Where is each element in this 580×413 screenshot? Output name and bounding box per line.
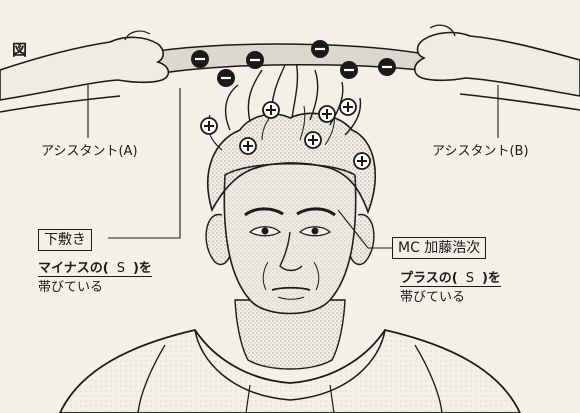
plus-charge-icon xyxy=(353,152,371,170)
figure-label: 図 xyxy=(12,41,28,59)
mc-label: MC 加藤浩次 xyxy=(398,240,481,256)
sheet-leader-line xyxy=(108,88,181,239)
plus-charge-icon xyxy=(262,101,280,119)
mc-label-box: MC 加藤浩次 xyxy=(392,237,487,259)
sheet-paren-open: ( xyxy=(102,261,109,276)
assistant-b-label: アシスタント(B) xyxy=(432,144,529,159)
mc-paren-open: ( xyxy=(451,271,458,286)
minus-charge-icon xyxy=(340,61,358,79)
plus-charge-icon xyxy=(200,117,218,135)
mc-leader-line xyxy=(337,209,392,249)
negative-charges xyxy=(191,40,396,87)
left-arm xyxy=(0,30,170,113)
mc-charge-type: プラスの xyxy=(400,271,452,286)
minus-charge-icon xyxy=(378,58,396,76)
right-arm xyxy=(413,24,580,111)
minus-charge-icon xyxy=(217,69,235,87)
sheet-charge-type: マイナスの xyxy=(38,261,103,276)
sheet-answer: S xyxy=(116,261,125,276)
neck xyxy=(234,299,346,370)
minus-charge-icon xyxy=(246,51,264,69)
positive-charges xyxy=(200,98,371,170)
sheet-paren-close: )を xyxy=(132,261,152,276)
leader-lines xyxy=(87,85,499,249)
hoodie xyxy=(59,328,521,413)
mc-answer: S xyxy=(465,271,474,286)
face xyxy=(223,162,357,315)
mc-charge-line: プラスの( S )を xyxy=(400,272,501,287)
plus-charge-icon xyxy=(318,105,336,123)
sheet-charge-line2: 帯びている xyxy=(38,280,104,295)
minus-charge-icon xyxy=(191,50,209,68)
plus-charge-icon xyxy=(304,131,322,149)
sheet-label-box: 下敷き xyxy=(38,229,92,251)
assistant-a-label: アシスタント(A) xyxy=(41,144,138,159)
minus-charge-icon xyxy=(311,40,329,58)
sheet-charge-line: マイナスの( S )を xyxy=(38,262,152,277)
plus-charge-icon xyxy=(339,98,357,116)
plus-charge-icon xyxy=(239,137,257,155)
mc-charge-line2: 帯びている xyxy=(400,290,466,305)
sheet-label: 下敷き xyxy=(44,232,86,248)
mc-paren-close: )を xyxy=(481,271,501,286)
